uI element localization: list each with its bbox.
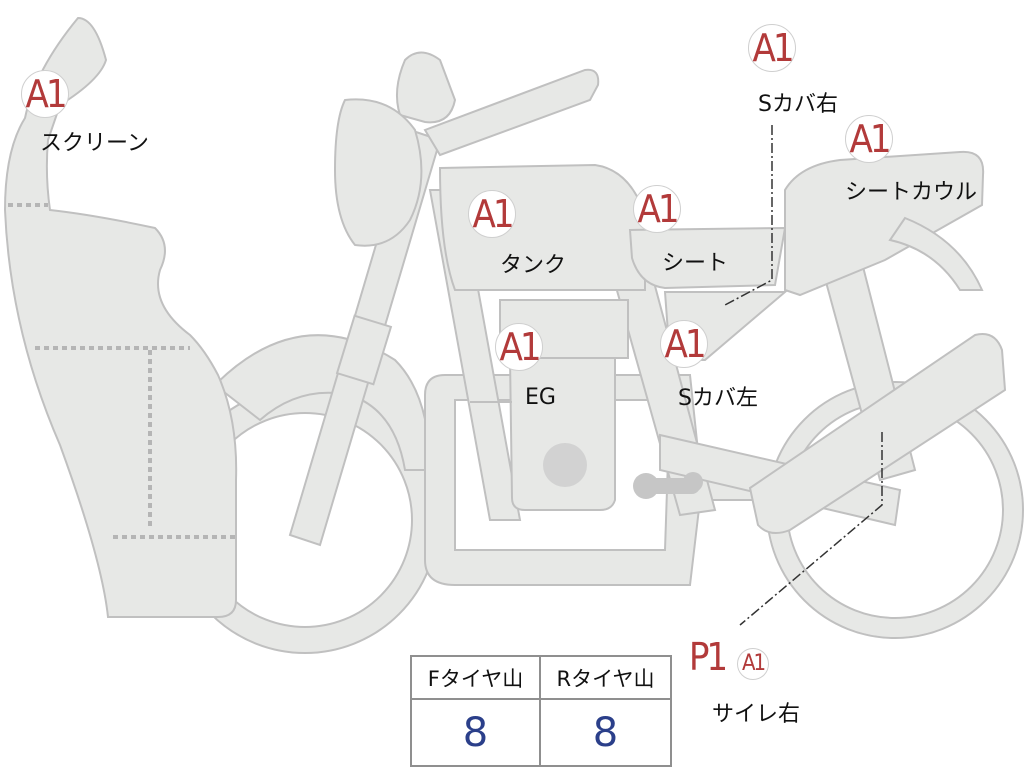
mirror (395, 51, 457, 124)
side-cover-right-grade: A1 (752, 26, 794, 70)
silencer-right-grade: P1 (688, 635, 728, 679)
side-cover-left-grade-badge: A1 (660, 320, 708, 368)
tank-grade-badge: A1 (468, 190, 516, 238)
tire-tread-table: Fタイヤ山 Rタイヤ山 8 8 (410, 655, 672, 767)
screen-dotted-lines (8, 203, 236, 539)
engine-grade-badge: A1 (495, 323, 543, 371)
engine-label: EG (525, 385, 556, 410)
silencer-right-secondary-grade: A1 (741, 651, 766, 676)
screen-shape (3, 16, 238, 618)
screen-grade: A1 (25, 72, 67, 116)
handlebar (423, 68, 600, 157)
footpeg (633, 472, 703, 499)
seat-label: シート (662, 251, 729, 276)
silencer-shape (748, 333, 1007, 535)
seat-grade-badge: A1 (633, 185, 681, 233)
engine-grade: A1 (499, 325, 541, 369)
fork-clamp (335, 314, 393, 386)
side-cover-left-label: Sカバ左 (678, 386, 758, 411)
seat-cowl-label: シートカウル (845, 180, 978, 205)
tail-fin (888, 216, 984, 291)
tank-label: タンク (500, 253, 567, 278)
tank-grade: A1 (472, 192, 514, 236)
side-cover-left-grade: A1 (664, 322, 706, 366)
side-cover-right-grade-badge: A1 (748, 24, 796, 72)
side-cover-right-label: Sカバ右 (758, 92, 838, 117)
rear-tire-header: Rタイヤ山 (541, 657, 670, 700)
screen-grade-badge: A1 (21, 70, 69, 118)
front-tire-value: 8 (412, 700, 541, 765)
seat-shape (628, 226, 787, 290)
silencer-right-label: サイレ右 (712, 702, 801, 727)
silencer-right-grade-badge: P1 (684, 634, 730, 680)
seat-grade: A1 (637, 187, 679, 231)
seat-cowl-shape (784, 150, 985, 297)
headlight (333, 98, 423, 247)
screen-label: スクリーン (40, 131, 149, 156)
seat-cowl-grade-badge: A1 (845, 115, 893, 163)
silencer-right-secondary-grade-badge: A1 (737, 648, 769, 680)
front-tire-header: Fタイヤ山 (412, 657, 541, 700)
rear-tire-value: 8 (592, 709, 619, 756)
leader-lines (470, 125, 883, 626)
seat-cowl-grade: A1 (849, 117, 891, 161)
